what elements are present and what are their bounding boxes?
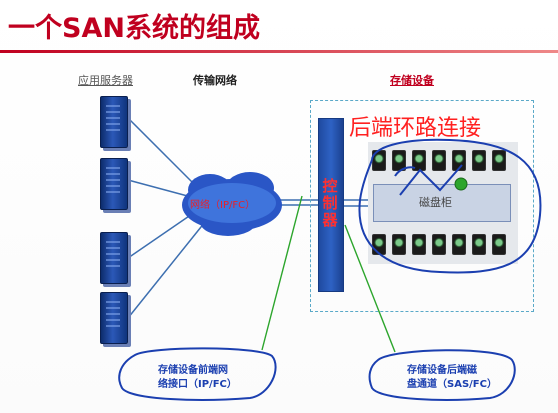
callout-front-line1: 存储设备前端网 [158, 365, 228, 376]
callout-back-line1: 存储设备后端磁 [407, 365, 477, 376]
page-title: 一个SAN系统的组成 [8, 13, 260, 44]
server-4-link [127, 221, 206, 319]
callout-front-bubble [118, 347, 277, 401]
disk-drive-icon [492, 150, 506, 171]
app-server-icon [100, 292, 128, 344]
controller-block [318, 118, 344, 292]
server-1-link [127, 117, 201, 191]
callout-front-text: 存储设备前端网 络接口（IP/FC） [158, 364, 268, 392]
app-server-icon [100, 232, 128, 284]
callout-back-line2: 盘通道（SAS/FC） [407, 379, 497, 390]
green-marker-icon [454, 177, 468, 191]
loop-tick-mark [394, 166, 416, 177]
network-cloud-icon [182, 172, 282, 236]
disk-enclosure-label: 磁盘柜 [419, 196, 452, 209]
disk-drive-icon [432, 234, 446, 255]
disk-drive-icon [432, 150, 446, 171]
column-label-storage: 存储设备 [390, 74, 434, 87]
storage-device-frame [310, 100, 534, 312]
column-label-servers: 应用服务器 [78, 74, 133, 87]
callout-back-text: 存储设备后端磁 盘通道（SAS/FC） [407, 364, 499, 392]
backend-loop-circle [358, 138, 542, 274]
disk-drive-icon [452, 234, 466, 255]
callout-back-bubble [368, 349, 516, 401]
loop-zigzag-mark [399, 164, 463, 196]
server-3-link [127, 211, 196, 259]
callout-back-pointer [344, 224, 396, 353]
disk-drive-icon [392, 234, 406, 255]
disk-drive-icon [472, 150, 486, 171]
callout-front-pointer [261, 195, 303, 351]
disk-drive-icon [412, 234, 426, 255]
network-label: 网络（IP/FC） [190, 200, 256, 211]
callout-front-line2: 络接口（IP/FC） [158, 379, 237, 390]
title-underline [0, 50, 558, 53]
disk-enclosure [373, 184, 511, 222]
controller-label: 控制器 [322, 177, 338, 229]
disk-drive-icon [492, 234, 506, 255]
app-server-icon [100, 158, 128, 210]
server-2-link [127, 179, 196, 199]
backend-loop-annotation: 后端环路连接 [349, 116, 482, 141]
disk-drive-icon [472, 234, 486, 255]
column-label-network: 传输网络 [193, 74, 237, 87]
app-server-icon [100, 96, 128, 148]
